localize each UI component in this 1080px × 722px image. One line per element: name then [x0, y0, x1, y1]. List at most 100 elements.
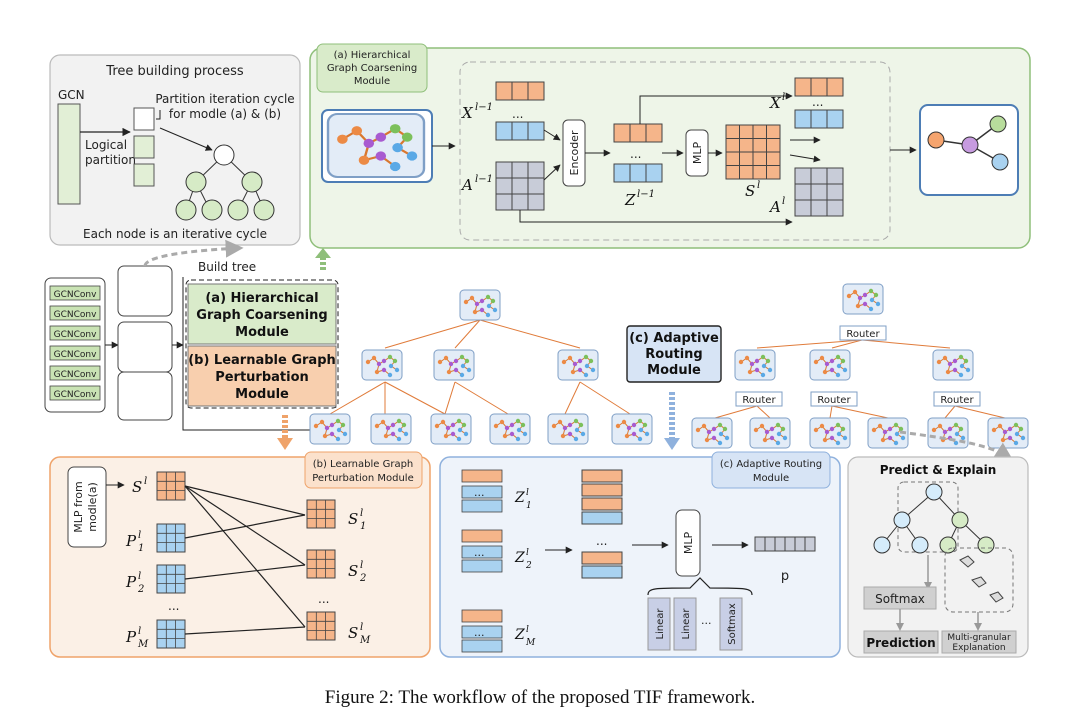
- mlp-from-2: modle(a): [86, 482, 99, 532]
- box-a-line1: (a) Hierarchical: [205, 291, 318, 306]
- tree-building-panel: Tree building process GCN Logical partit…: [49, 54, 301, 246]
- module-a-tag-2: Graph Coarsening: [327, 63, 417, 74]
- module-c-panel: (c) Adaptive Routing Module ... ... ... …: [439, 451, 841, 658]
- router-label-2: Router: [817, 395, 851, 406]
- gcnconv-block: [49, 385, 101, 401]
- box-b-line3: Module: [235, 387, 289, 402]
- a-in-label: A: [460, 176, 473, 194]
- p2-sub: 2: [137, 584, 144, 595]
- explanation-line1: Multi-granular: [947, 633, 1011, 643]
- gcnconv-block: [49, 305, 101, 321]
- box-b-line1: (b) Learnable Graph: [188, 353, 336, 368]
- module-b-panel: (b) Learnable Graph Perturbation Module …: [49, 451, 431, 658]
- layer-linear-2: Linear: [681, 608, 692, 640]
- z-dots: ...: [630, 147, 641, 161]
- p1-label: P: [125, 532, 137, 550]
- x-out-dots: ...: [812, 95, 823, 109]
- box-a-line2: Graph Coarsening: [196, 308, 327, 323]
- zm-label: Z: [514, 627, 525, 643]
- pm-label: P: [125, 628, 137, 646]
- layer-dots: ...: [701, 614, 712, 627]
- module-a-panel: (a) Hierarchical Graph Coarsening Module…: [309, 43, 1031, 249]
- sm-sup: l: [360, 622, 363, 633]
- s-label: S: [745, 182, 755, 200]
- box-c: (c) Adaptive Routing Module: [626, 325, 722, 383]
- logical-partition-2: partition: [85, 153, 136, 167]
- gcnconv-stack: GCNConvGCNConvGCNConvGCNConvGCNConvGCNCo…: [44, 239, 244, 421]
- routers: Router Router Router Router: [735, 325, 981, 407]
- gcnconv-block: [49, 345, 101, 361]
- router-label-1: Router: [742, 395, 776, 406]
- box-a-line3: Module: [235, 325, 289, 340]
- gcnconv-label: GCNConv: [54, 350, 97, 360]
- mb-s-sup: l: [144, 476, 147, 487]
- left-graph-tree: [329, 319, 1006, 419]
- module-ab-box: (a) Hierarchical Graph Coarsening Module…: [185, 279, 339, 409]
- mb-dots-right: ...: [318, 592, 329, 606]
- figure-caption: Figure 2: The workflow of the proposed T…: [325, 687, 755, 708]
- a-in-sup: l−1: [475, 174, 493, 185]
- s2-sup: l: [360, 560, 363, 571]
- p2-label: P: [125, 573, 137, 591]
- pm-sub: M: [137, 639, 149, 650]
- gcn-column: [57, 103, 81, 205]
- encoder-label: Encoder: [568, 130, 581, 175]
- pm-sup: l: [138, 626, 141, 637]
- x-in-sup: l−1: [475, 102, 493, 113]
- x-out-sup: l: [782, 92, 785, 103]
- x-in-dots: ...: [512, 107, 523, 121]
- router-label-3: Router: [940, 395, 974, 406]
- module-b-tag-2: Perturbation Module: [312, 473, 413, 484]
- zm-sup: l: [526, 625, 529, 635]
- module-c-tag-1: (c) Adaptive Routing: [720, 459, 822, 470]
- module-a-tag-3: Module: [354, 76, 390, 87]
- sm-label: S: [348, 624, 358, 642]
- cycle-text-1: Partition iteration cycle: [155, 92, 294, 106]
- module-c-tag-2: Module: [753, 473, 789, 484]
- mlp-c-label: MLP: [682, 532, 695, 555]
- predict-explain-panel: Predict & Explain Softmax Prediction Mul…: [847, 456, 1029, 658]
- gcnconv-label: GCNConv: [54, 310, 97, 320]
- module-b-tag-1: (b) Learnable Graph: [313, 459, 414, 470]
- gcnconv-block: [49, 285, 101, 301]
- sm-sub: M: [359, 635, 371, 646]
- mc-dots-3: ...: [474, 626, 485, 639]
- s-sup: l: [757, 180, 760, 191]
- z2-label: Z: [514, 550, 525, 566]
- layer-softmax: Softmax: [727, 603, 738, 645]
- logical-partition-1: Logical: [85, 138, 127, 152]
- p1-sub: 1: [138, 543, 144, 554]
- p1-sup: l: [138, 530, 141, 541]
- gcnconv-block: [49, 325, 101, 341]
- zm-sub: M: [525, 638, 536, 648]
- gcn-label: GCN: [58, 88, 85, 102]
- z1-sup: l: [526, 488, 529, 498]
- prediction-label: Prediction: [866, 636, 935, 650]
- z1-label: Z: [514, 490, 525, 506]
- p2-sup: l: [138, 571, 141, 582]
- x-out-label: X: [769, 94, 782, 112]
- gcnconv-label: GCNConv: [54, 390, 97, 400]
- module-a-tag-1: (a) Hierarchical: [334, 50, 411, 61]
- mc-dots-1: ...: [474, 486, 485, 499]
- predict-title: Predict & Explain: [880, 463, 997, 477]
- s2-label: S: [348, 562, 358, 580]
- explanation-line2: Explanation: [952, 643, 1005, 653]
- tree-building-title: Tree building process: [105, 64, 244, 79]
- a-out-label: A: [768, 198, 781, 216]
- s2-sub: 2: [359, 573, 366, 584]
- tree-building-note: Each node is an iterative cycle: [83, 227, 267, 241]
- s1-label: S: [348, 510, 358, 528]
- box-c-line3: Module: [647, 363, 701, 378]
- z-label: Z: [624, 191, 636, 209]
- build-tree-label: Build tree: [198, 260, 256, 274]
- gcnconv-label: GCNConv: [54, 290, 97, 300]
- p-output-label: p: [781, 569, 789, 584]
- router-label-root: Router: [846, 329, 880, 340]
- mlp-from-1: MLP from: [72, 481, 85, 532]
- box-c-line2: Routing: [645, 347, 702, 362]
- a-out-sup: l: [782, 196, 785, 207]
- z2-sup: l: [526, 548, 529, 558]
- softmax-label: Softmax: [875, 592, 925, 606]
